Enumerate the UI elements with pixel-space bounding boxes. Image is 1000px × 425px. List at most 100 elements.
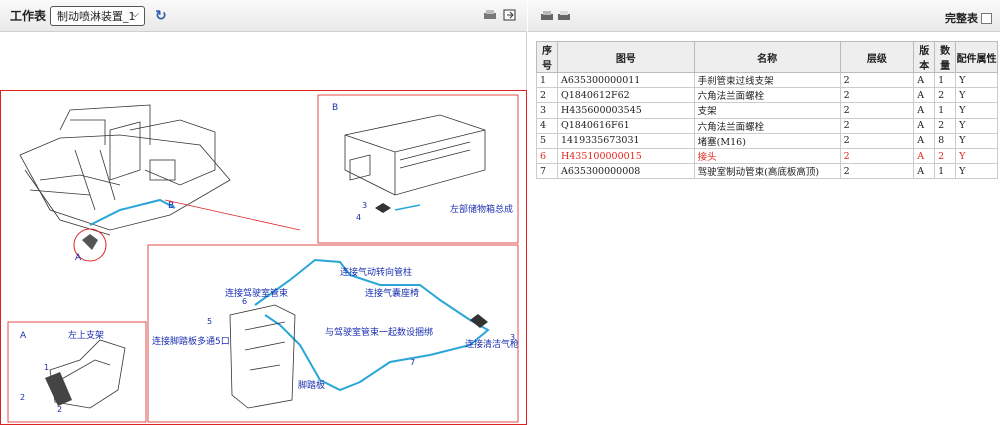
col-part-no[interactable]: 图号	[556, 41, 695, 73]
callout-7: 7	[410, 358, 415, 367]
worksheet-select[interactable]: 制动喷淋装置_1 ⌵	[50, 5, 146, 26]
cell-level: 2	[839, 102, 915, 119]
complete-table-toggle[interactable]: 完整表	[945, 10, 992, 26]
cell-ver: A	[913, 117, 936, 134]
note-tie: 与驾驶室管束一起数设捆绑	[325, 326, 433, 338]
cell-level: 2	[839, 132, 915, 149]
cell-no: H435100000015	[556, 147, 695, 165]
cell-name: 驾驶室制动管束(高底板高顶)	[693, 163, 841, 180]
col-qty[interactable]: 数量	[934, 41, 957, 73]
cell-name: 手刹管束过线支架	[693, 71, 841, 89]
cell-attr: Y	[955, 132, 998, 149]
complete-table-checkbox[interactable]	[981, 12, 992, 24]
cell-name: 六角法兰面螺栓	[693, 117, 841, 134]
cell-no: Q1840616F61	[556, 117, 695, 134]
bracket-sketch	[82, 234, 98, 250]
cell-qty: 1	[934, 71, 957, 89]
worksheet-select-value: 制动喷淋装置_1	[57, 9, 136, 23]
cell-qty: 1	[934, 102, 957, 119]
cab-frame-sketch	[19, 104, 231, 236]
cell-ver: A	[913, 132, 936, 149]
print-icon[interactable]	[483, 9, 497, 21]
note-pedal: 脚踏板	[298, 379, 325, 391]
cell-no: A635300000008	[556, 163, 695, 180]
note-pedal-port: 连接脚踏板多通5口	[152, 335, 230, 347]
cell-attr: Y	[955, 71, 998, 89]
storage-box-sketch	[344, 114, 486, 196]
detail-a-frame	[7, 321, 147, 423]
marker-a: A	[75, 253, 82, 263]
brake-harness	[254, 258, 490, 392]
col-level[interactable]: 层级	[839, 41, 915, 73]
callout-6: 6	[242, 297, 247, 306]
cell-name: 接头	[693, 147, 841, 165]
harness-route-main	[89, 198, 176, 226]
detail-b-label: 左部储物箱总成	[450, 203, 513, 215]
refresh-icon[interactable]: ↻	[155, 7, 167, 24]
callout-1: 1	[44, 363, 49, 372]
note-airbag-seat: 连接气囊座椅	[365, 287, 419, 299]
print-preview-icon[interactable]	[557, 10, 571, 22]
complete-table-label: 完整表	[945, 12, 978, 25]
cell-attr: Y	[955, 163, 998, 180]
detail-a-title: A	[20, 331, 27, 341]
cell-seq: 5	[536, 132, 558, 149]
cell-ver: A	[913, 87, 936, 104]
bom-toolbar: 完整表	[528, 0, 1000, 32]
cell-level: 2	[839, 71, 915, 89]
note-cab-harness: 连接驾驶室管束	[225, 287, 288, 299]
bom-header-row: 序号 图号 名称 层级 版本 数量 配件属性	[536, 41, 998, 73]
cell-no: H435600003545	[556, 102, 695, 119]
cell-qty: 2	[934, 117, 957, 134]
col-seq[interactable]: 序号	[536, 41, 558, 73]
detail-b-title: B	[332, 103, 338, 113]
cell-qty: 1	[934, 163, 957, 180]
cell-qty: 2	[934, 87, 957, 104]
callout-4: 4	[356, 213, 361, 222]
cell-no: 1419335673031	[556, 132, 695, 149]
cell-seq: 6	[536, 147, 558, 165]
cell-qty: 8	[934, 132, 957, 149]
callout-3-b: 3	[362, 201, 367, 210]
col-name[interactable]: 名称	[693, 41, 841, 73]
cell-seq: 1	[536, 71, 558, 89]
cell-level: 2	[839, 163, 915, 180]
print-icon[interactable]	[540, 10, 554, 22]
callout-2-b: 2	[57, 405, 62, 414]
note-steering: 连接气动转向管柱	[340, 266, 412, 278]
cell-name: 堵塞(M16)	[693, 132, 841, 149]
export-icon[interactable]	[503, 9, 517, 21]
cell-name: 支架	[693, 102, 841, 119]
col-version[interactable]: 版本	[913, 41, 936, 73]
cell-level: 2	[839, 147, 915, 165]
worksheet-label: 工作表	[10, 9, 47, 23]
cell-seq: 3	[536, 102, 558, 119]
bracket-b-sketch	[375, 203, 391, 213]
cell-no: Q1840612F62	[556, 87, 695, 104]
cell-ver: A	[913, 102, 936, 119]
callout-2-a: 2	[20, 393, 25, 402]
cell-level: 2	[839, 87, 915, 104]
callout-5: 5	[207, 317, 212, 326]
cell-qty: 2	[934, 147, 957, 165]
callout-3: 3	[510, 333, 515, 342]
cell-seq: 4	[536, 117, 558, 134]
detail-a-label: 左上支架	[68, 329, 104, 341]
marker-b: B	[168, 201, 174, 211]
cell-attr: Y	[955, 117, 998, 134]
col-attr[interactable]: 配件属性	[955, 41, 998, 73]
cell-seq: 2	[536, 87, 558, 104]
harness-b	[394, 204, 421, 211]
pedal-sketch	[229, 304, 296, 409]
cell-ver: A	[913, 147, 936, 165]
drawing-panel: 工作表 制动喷淋装置_1 ⌵ ↻	[0, 0, 527, 425]
